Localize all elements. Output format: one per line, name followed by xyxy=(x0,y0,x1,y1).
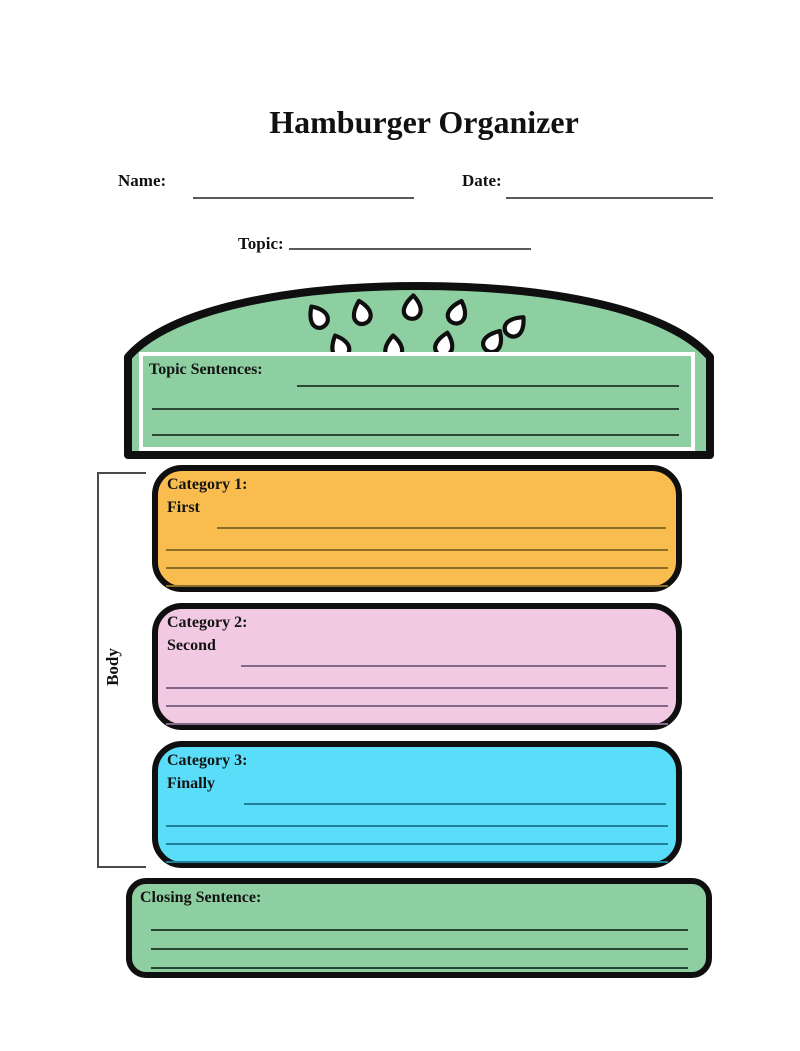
body-bracket-bottom-tick xyxy=(97,866,146,868)
category-3-transition: Finally xyxy=(167,775,216,792)
topic-label: Topic: xyxy=(238,234,284,253)
category-2-box: Category 2: Second xyxy=(152,603,682,730)
date-line[interactable] xyxy=(506,197,713,199)
body-label: Body xyxy=(103,648,122,686)
category-3-box: Category 3: Finally xyxy=(152,741,682,868)
writing-line[interactable] xyxy=(151,929,688,931)
writing-line[interactable] xyxy=(166,723,668,725)
closing-sentence-box: Closing Sentence: xyxy=(126,878,712,978)
writing-line[interactable] xyxy=(166,585,668,587)
category-2-heading: Category 2: xyxy=(167,614,248,631)
writing-line[interactable] xyxy=(152,408,679,410)
body-bracket-top-tick xyxy=(97,472,146,474)
name-label: Name: xyxy=(118,171,167,190)
topic-sentences-box: Topic Sentences: xyxy=(139,352,695,451)
writing-line[interactable] xyxy=(166,549,668,551)
writing-line[interactable] xyxy=(297,385,679,387)
writing-line[interactable] xyxy=(166,687,668,689)
writing-line[interactable] xyxy=(241,665,666,667)
writing-line[interactable] xyxy=(166,861,668,863)
writing-line[interactable] xyxy=(166,567,668,569)
category-1-transition: First xyxy=(167,499,200,516)
writing-line[interactable] xyxy=(166,825,668,827)
sesame-seed-icon xyxy=(502,315,526,339)
category-1-heading: Category 1: xyxy=(167,476,248,493)
topic-sentences-label: Topic Sentences: xyxy=(149,361,263,378)
writing-line[interactable] xyxy=(152,434,679,436)
writing-line[interactable] xyxy=(217,527,666,529)
writing-line[interactable] xyxy=(151,948,688,950)
category-2-transition: Second xyxy=(167,637,216,654)
category-3-heading: Category 3: xyxy=(167,752,248,769)
sesame-seed-icon xyxy=(480,328,504,355)
sesame-seed-icon xyxy=(445,298,468,326)
page-title: Hamburger Organizer xyxy=(269,104,579,140)
writing-line[interactable] xyxy=(151,967,688,969)
topic-line[interactable] xyxy=(289,248,531,250)
sesame-seed-icon xyxy=(401,293,423,321)
name-line[interactable] xyxy=(193,197,414,199)
date-label: Date: xyxy=(462,171,502,190)
sesame-seed-icon xyxy=(308,304,330,330)
writing-line[interactable] xyxy=(244,803,666,805)
writing-line[interactable] xyxy=(166,705,668,707)
closing-sentence-label: Closing Sentence: xyxy=(140,889,262,906)
writing-line[interactable] xyxy=(166,843,668,845)
category-1-box: Category 1: First xyxy=(152,465,682,592)
body-bracket-line xyxy=(97,472,99,868)
sesame-seed-icon xyxy=(351,298,373,327)
